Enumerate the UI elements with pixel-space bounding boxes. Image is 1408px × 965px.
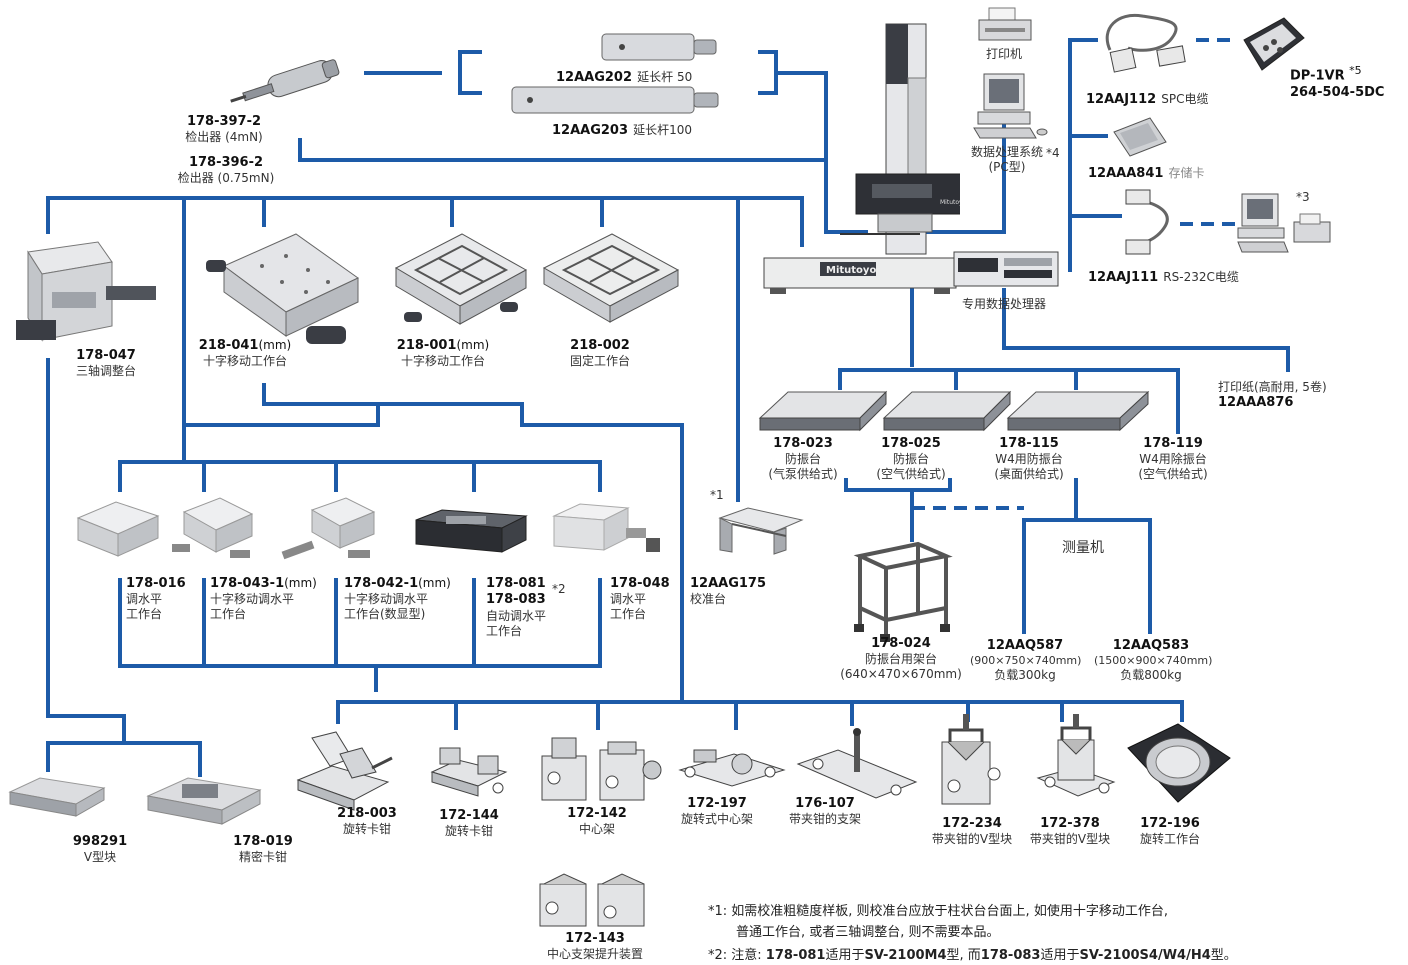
three-axis-stage-image (16, 241, 156, 342)
clamp-v-block-172-234-label: 172-234 带夹钳的V型块 (931, 816, 1013, 847)
level-stage-178-048-image (552, 503, 660, 552)
xy-stage-218-041-label: 218-041(mm) 十字移动工作台 (198, 338, 292, 369)
processor-label: 专用数据处理器 (961, 297, 1046, 311)
spc-cable-image (1105, 13, 1186, 73)
footnote-1b: 普通工作台, 或者三轴调整台, 则不需要本品。 (736, 925, 1000, 940)
measure-title: 测量机 (1062, 540, 1104, 556)
rs232c-cable-label: 12AAJ111 RS-232C电缆 (1088, 270, 1239, 285)
paper-label: 打印纸(高耐用, 5卷) 12AAA876 (1218, 380, 1327, 410)
clamp-v-block-172-234-image (941, 714, 1001, 805)
clamp-v-block-172-378-label: 172-378 带夹钳的V型块 (1029, 816, 1111, 847)
footnote-1a: *1: 如需校准粗糙度样板, 则校准台应放于柱状台台面上, 如使用十字移动工作台… (708, 904, 1168, 919)
v-block-998291-label: 998291 V型块 (72, 834, 128, 865)
precision-clamp-label: 178-019 精密卡钳 (233, 834, 293, 865)
center-support-172-142-image (541, 737, 662, 801)
level-stage-178-016-image (76, 501, 160, 557)
pc2-asterisk: *3 (1296, 190, 1310, 204)
xy-stage-218-001-label: 218-001(mm) 十字移动工作台 (396, 338, 490, 369)
auto-level-label: 178-081 178-083 自动调水平 工作台 (486, 576, 547, 638)
rotary-vise-172-144-image (430, 747, 508, 797)
vib-table-178-023-image (758, 390, 888, 432)
precision-clamp-178-019-image (146, 777, 262, 825)
xy-level-178-043-1-label: 178-043-1(mm) 十字移动调水平 工作台 (210, 576, 317, 622)
fixed-stage-label: 218-002 固定工作台 (569, 338, 630, 369)
surface-roughness-tester-image: Mitutoyo Mitutoyo (763, 23, 960, 294)
measure-a-label: 12AAQ587 (900×750×740mm) 负载300kg (970, 638, 1082, 682)
dp-1vr-printer-image (1243, 17, 1305, 71)
v-block-998291-image (8, 777, 106, 817)
printer-image (978, 7, 1032, 41)
brand-label: Mitutoyo (826, 265, 876, 276)
ext-rod-50-label: 12AAG202 延长杆 50 (556, 70, 693, 85)
center-lift-label: 172-143 中心支架提升装置 (546, 931, 643, 962)
data-processor-image (953, 251, 1059, 287)
clamp-holder-label: 176-107 带夹钳的支架 (788, 796, 861, 827)
footnote-2: *2: 注意: 178-081适用于SV-2100M4型, 而178-083适用… (708, 948, 1237, 963)
calib-label: 12AAG175 校准台 (690, 576, 767, 607)
extension-rod-50-image (601, 33, 717, 61)
rs232c-cable-image (1125, 189, 1169, 255)
pc-label: 数据处理系统 (PC型) (970, 145, 1043, 174)
vib-178-115-label: 178-115 W4用防振台 (桌面供给式) (994, 436, 1064, 482)
dp-printer-label: DP-1VR *5 264-504-5DC (1290, 64, 1385, 100)
rotary-table-label: 172-196 旋转工作台 (1139, 816, 1200, 847)
vib-178-023-label: 178-023 防振台 (气泵供给式) (768, 436, 838, 482)
clamp-holder-176-107-image (796, 728, 918, 799)
xy-stage-218-041-image (206, 233, 359, 344)
spc-cable-label: 12AAJ112 SPC电缆 (1086, 92, 1209, 107)
pc-image (973, 73, 1048, 139)
calib-asterisk: *1 (710, 488, 724, 502)
pc-with-printer-image (1237, 193, 1331, 253)
xy-level-178-042-1-label: 178-042-1(mm) 十字移动调水平 工作台(数显型) (344, 576, 451, 622)
rotary-vise-218-003-image (296, 731, 393, 811)
rotary-table-172-196-image (1127, 723, 1231, 803)
detector-178-397-2-image (230, 59, 340, 103)
auto-level-stage-image (415, 509, 528, 553)
xy-level-stage-178-043-1-image (172, 497, 254, 558)
svg-text:Mitutoyo: Mitutoyo (940, 199, 960, 206)
fixed-stage-218-002-image (542, 233, 680, 323)
memory-card-label: 12AAA841 存储卡 (1088, 166, 1205, 181)
center-support-label: 172-142 中心架 (567, 806, 627, 837)
vib-table-stand-image (853, 541, 953, 642)
calibration-stage-image (718, 507, 804, 555)
vib-table-178-115-image (1006, 390, 1150, 432)
vib-178-025-label: 178-025 防振台 (空气供给式) (876, 436, 946, 482)
printer-label: 打印机 (985, 47, 1022, 61)
memory-card-image (1113, 117, 1167, 157)
rotary-vise-218-003-label: 218-003 旋转卡钳 (337, 806, 397, 837)
rotating-center-label: 172-197 旋转式中心架 (680, 796, 753, 827)
rotary-vise-172-144-label: 172-144 旋转卡钳 (439, 808, 499, 839)
extension-rod-100-image (511, 86, 719, 114)
clamp-v-block-172-378-image (1036, 714, 1116, 797)
xy-stage-218-001-image (394, 233, 528, 325)
vib-178-119-label: 178-119 W4用除振台 (空气供给式) (1138, 436, 1208, 482)
measure-b-label: 12AAQ583 (1500×900×740mm) 负载800kg (1094, 638, 1213, 682)
stand-label: 178-024 防振台用架台 (640×470×670mm) (840, 636, 962, 682)
detector-397-label: 178-397-2 检出器 (4mN) (185, 114, 263, 145)
level-stage-178-048-label: 178-048 调水平 工作台 (610, 576, 670, 622)
pc-asterisk: *4 (1046, 146, 1060, 160)
detector-396-label: 178-396-2 检出器 (0.75mN) (177, 155, 275, 186)
auto-level-asterisk: *2 (552, 582, 566, 596)
level-stage-178-016-label: 178-016 调水平 工作台 (126, 576, 186, 622)
center-lift-172-143-image (539, 873, 645, 927)
three-axis-stage-label: 178-047 三轴调整台 (75, 348, 136, 379)
ext-rod-100-label: 12AAG203 延长杆100 (552, 123, 693, 138)
rotating-center-support-image (678, 749, 786, 787)
xy-level-stage-178-042-1-image (281, 497, 376, 560)
vib-table-178-025-image (882, 390, 1012, 432)
